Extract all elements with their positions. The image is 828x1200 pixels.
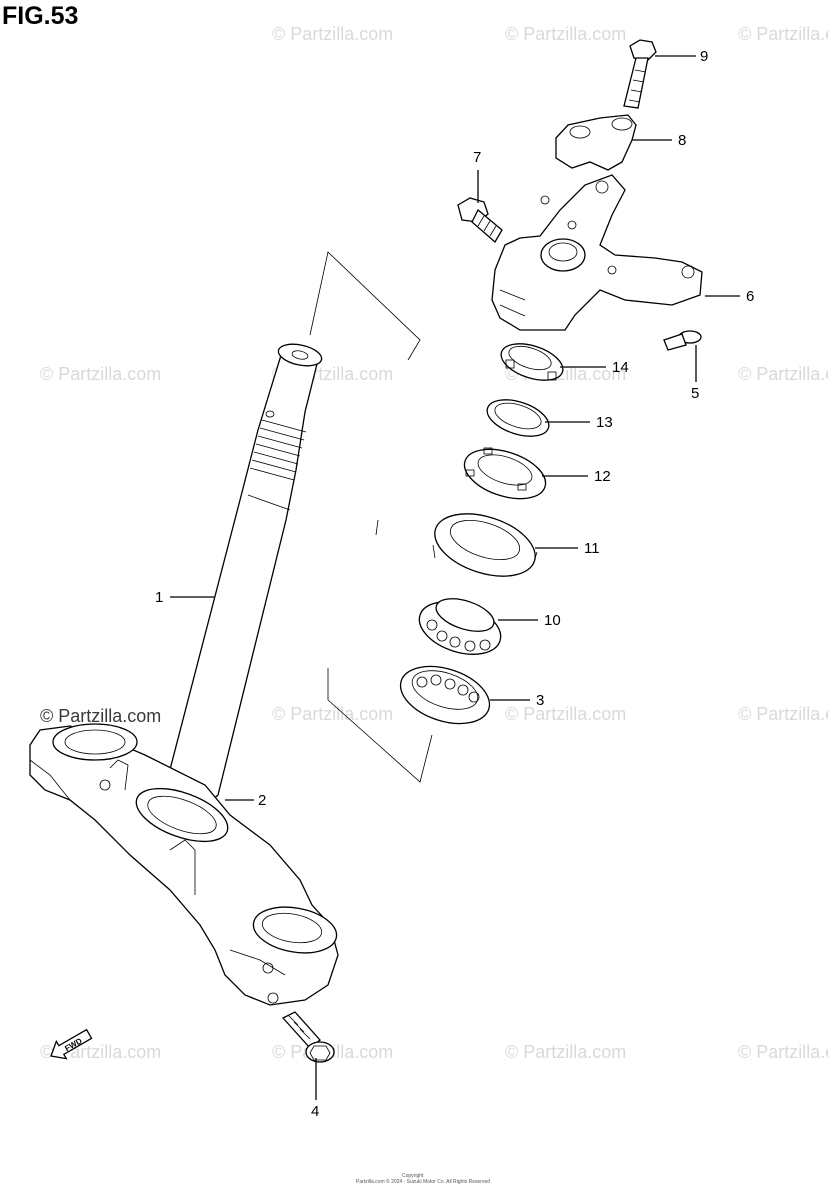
callouts: 1 2 3 4 5 6 7 8 9 10 11 12 13 14 (155, 48, 754, 1120)
upper-bracket (491, 174, 703, 331)
callout-2: 2 (258, 792, 266, 809)
washer (486, 399, 550, 437)
callout-3: 3 (536, 692, 544, 709)
callout-10: 10 (544, 612, 561, 629)
callout-14: 14 (612, 359, 629, 376)
copyright: Copyright Partzilla.com © 2024 · Suzuki … (356, 1173, 490, 1185)
watermark: © Partzilla.com (738, 24, 828, 44)
watermark: © Partzilla.com (738, 704, 828, 724)
assembly-guide-lines (309, 251, 433, 783)
callout-9: 9 (700, 48, 708, 65)
stem-thread (249, 419, 307, 481)
watermark: © Partzilla.com (738, 364, 828, 384)
watermark: © Partzilla.com (40, 364, 161, 384)
callout-5: 5 (691, 385, 699, 402)
copyright-line-2: Partzilla.com © 2024 · Suzuki Motor Co. … (356, 1178, 490, 1185)
watermarks: © Partzilla.com © Partzilla.com © Partzi… (40, 24, 828, 1062)
steering-stem (159, 343, 323, 816)
watermark: © Partzilla.com (738, 1042, 828, 1062)
leader-lines (170, 55, 740, 1100)
stem-clamp-bolt (281, 1011, 335, 1063)
callout-4: 4 (311, 1103, 319, 1120)
watermark: © Partzilla.com (272, 24, 393, 44)
callout-8: 8 (678, 132, 686, 149)
figure-title: FIG.53 (2, 2, 78, 30)
callout-13: 13 (596, 414, 613, 431)
copyright-line-1: Copyright (402, 1173, 424, 1179)
watermark: © Partzilla.com (272, 704, 393, 724)
lower-bracket (29, 723, 339, 1006)
callout-6: 6 (746, 288, 754, 305)
watermark: © Partzilla.com (505, 24, 626, 44)
callout-11: 11 (584, 540, 600, 557)
bracket-bolt (457, 197, 503, 244)
bearing-seal (432, 513, 538, 577)
handlebar-holder (555, 114, 637, 171)
holder-bolt (623, 39, 657, 109)
lower-bearing (399, 665, 491, 725)
callout-7: 7 (473, 149, 481, 166)
callout-1: 1 (155, 589, 163, 606)
watermark: © Partzilla.com (505, 704, 626, 724)
steering-stem-nut (463, 447, 547, 500)
bolt (663, 330, 702, 351)
upper-bearing (418, 598, 502, 655)
watermark-dark: © Partzilla.com (40, 706, 161, 726)
watermark: © Partzilla.com (505, 1042, 626, 1062)
callout-12: 12 (594, 468, 611, 485)
lock-nut (500, 343, 564, 381)
